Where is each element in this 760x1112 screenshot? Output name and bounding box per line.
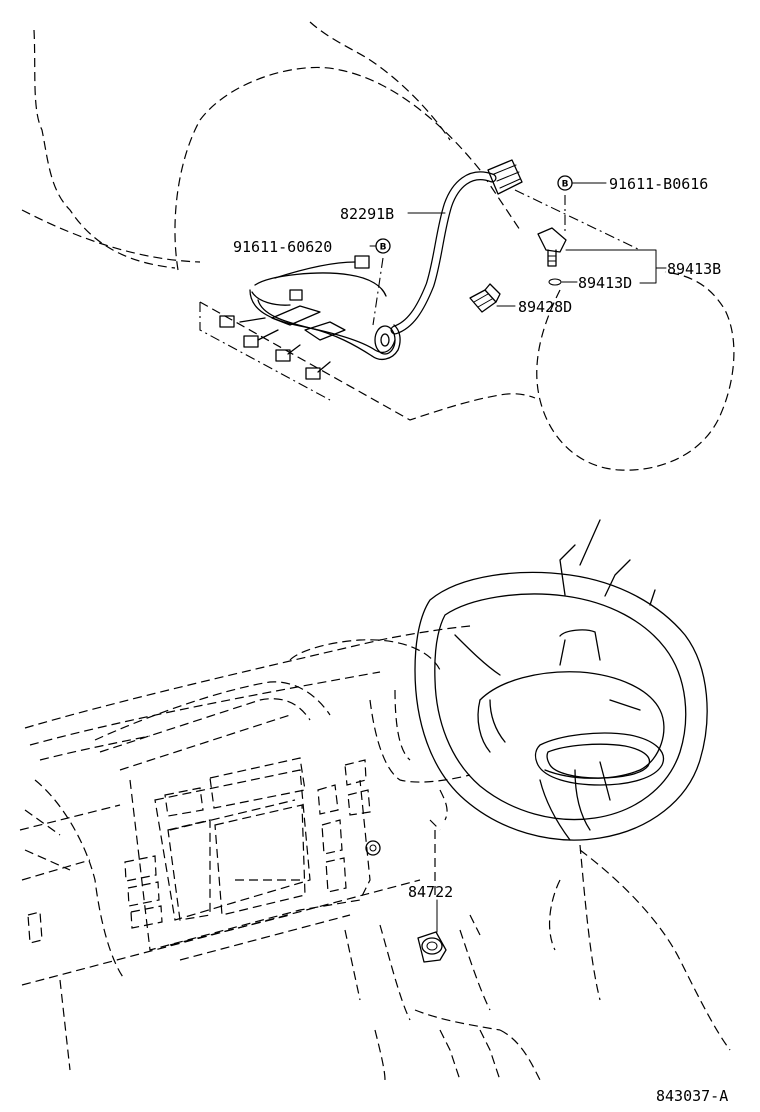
switch-84722-icon bbox=[417, 899, 447, 963]
knob-icon bbox=[365, 840, 381, 856]
bolt-b-icon: B bbox=[375, 238, 391, 254]
bolt-a-icon: B bbox=[557, 175, 573, 191]
steering-wheel bbox=[414, 519, 708, 841]
label-bolt-b: 91611-60620 bbox=[233, 238, 332, 256]
dashdot-lines bbox=[199, 189, 641, 401]
switch-icon bbox=[469, 283, 501, 313]
label-lower-part: 84722 bbox=[408, 883, 453, 901]
label-bolt-a: 91611-B0616 bbox=[609, 175, 708, 193]
label-harness: 82291B bbox=[340, 205, 394, 223]
svg-text:B: B bbox=[380, 243, 387, 253]
label-sensor: 89413D bbox=[578, 274, 632, 292]
label-sensor-assy: 89413B bbox=[667, 260, 721, 278]
speed-sensor-icon bbox=[537, 227, 567, 286]
leader-lines bbox=[369, 182, 667, 307]
svg-text:B: B bbox=[562, 180, 569, 190]
dashboard-outline bbox=[19, 625, 731, 1081]
wire-harness bbox=[219, 159, 523, 380]
figure-id: 843037-A bbox=[656, 1087, 728, 1105]
label-switch: 89428D bbox=[518, 298, 572, 316]
transmission-outline bbox=[536, 271, 735, 471]
engine-outline bbox=[21, 21, 536, 421]
